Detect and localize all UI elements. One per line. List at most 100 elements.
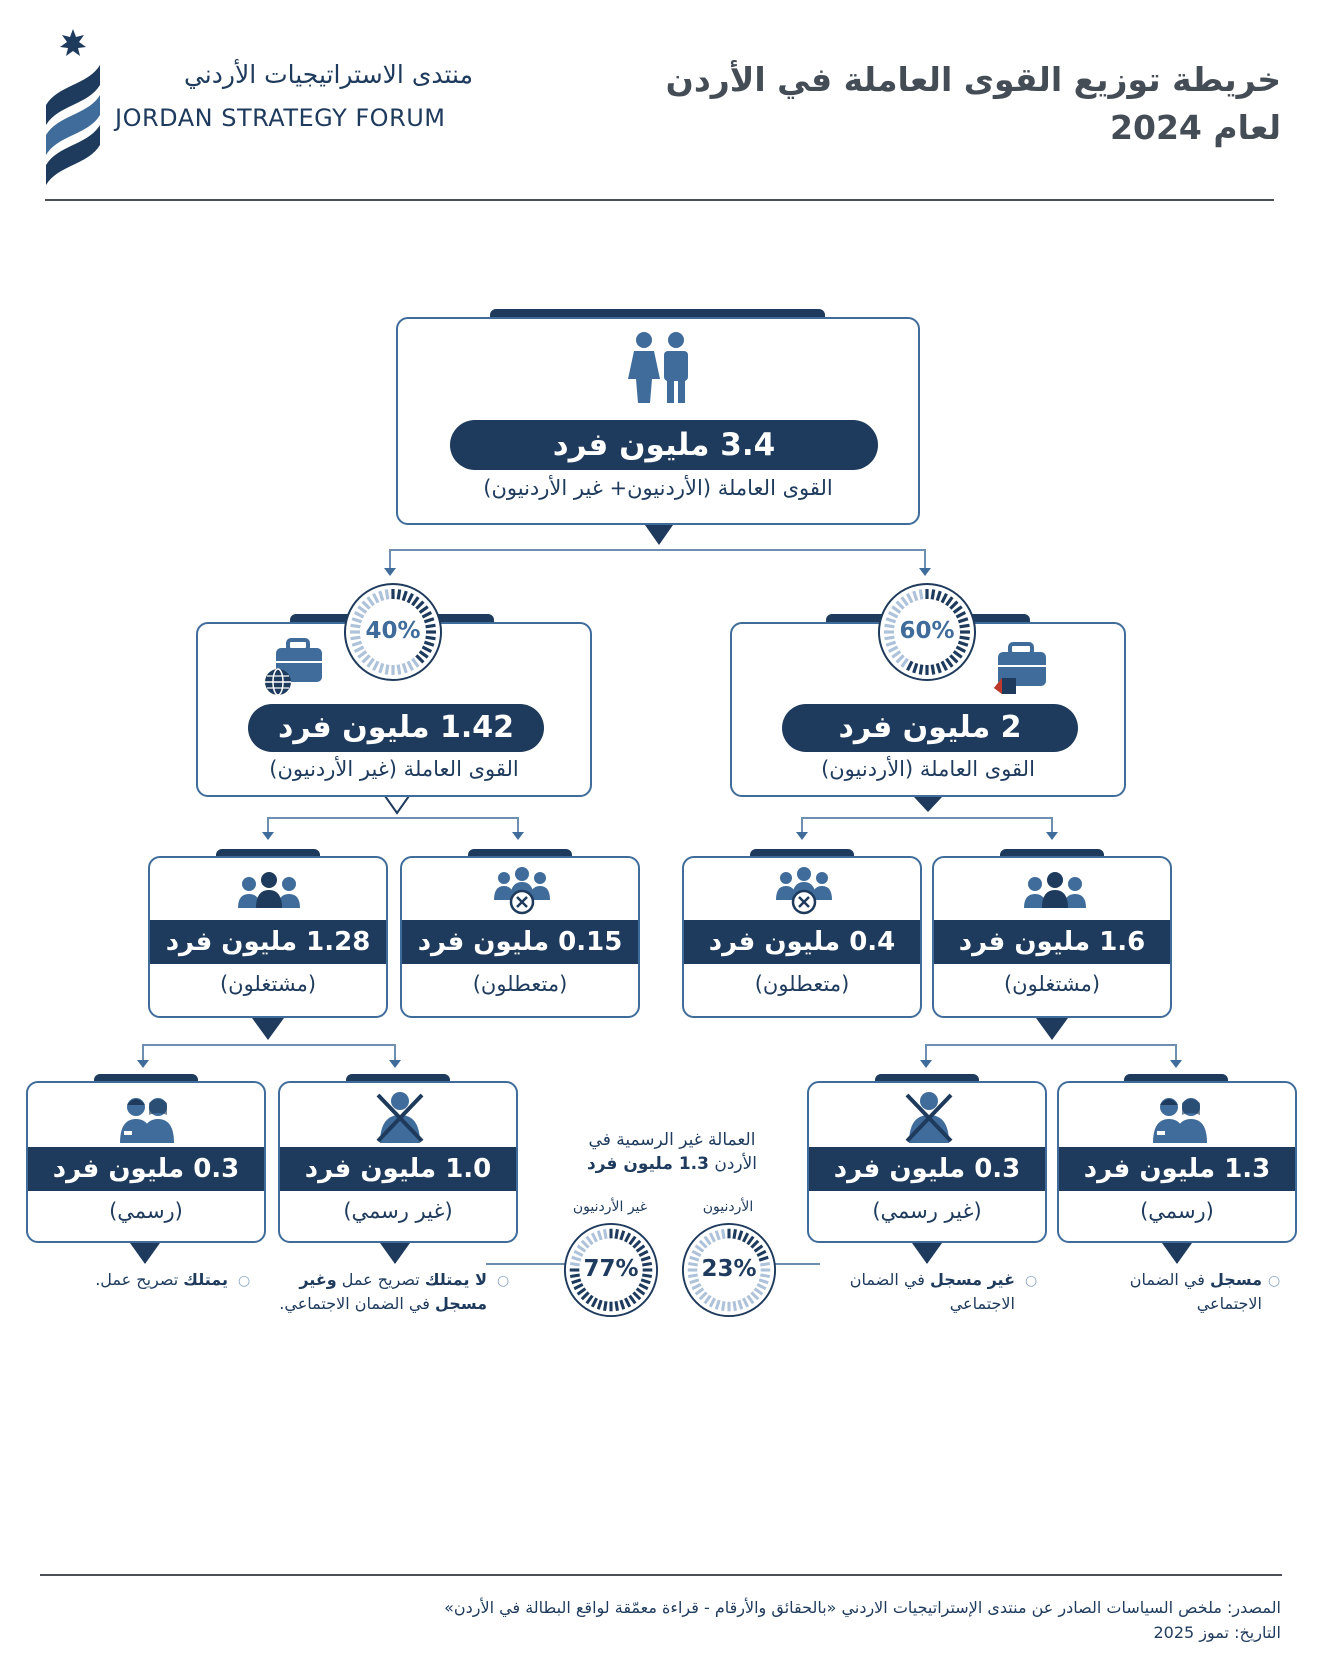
jordanians-ring-segment [884,623,895,629]
jo-employed-box: 1.6 مليون فرد (مشتغلون) [932,856,1172,1018]
non-jordanians-ring-segment [401,590,408,602]
non-jordanians-ring-segment [384,589,390,600]
nj-formal-note-text: تصريح عمل. [95,1270,184,1289]
jordanians-value: 2 مليون فرد [782,704,1078,752]
informal-nj-ring [563,1222,659,1322]
non-jordanians-ring-segment [353,645,365,653]
informal-jo-ring-segment [694,1244,705,1253]
jordanians-ring-segment [885,640,897,647]
informal-jo-ring-segment [687,1262,698,1267]
non-jordanians-ring-segment [351,617,363,624]
nj-informal-note-text1: تصريح عمل [336,1270,425,1289]
jordanians-ring-segment [884,635,895,641]
informal-jo-ring-segment [750,1291,760,1301]
jordanians-ring-segment [906,660,914,672]
nj-employed-tab [216,849,320,858]
nj-employed-value: 1.28 مليون فرد [150,920,386,964]
jordanians-ring-segment [955,645,967,653]
informal-nj-ring-segment [585,1235,594,1246]
nj-informal-label: (غير رسمي) [343,1199,453,1223]
jo-informal-label: (غير رسمي) [872,1199,982,1223]
non-jordanians-ring-segment [421,645,433,653]
non-jordanians-ring-segment [353,611,365,619]
informal-jo-ring-segment [760,1262,771,1267]
informal-nj-ring-segment [580,1239,590,1249]
jordanians-ring-segment [930,589,936,600]
informal-nj-ring-segment [580,1291,590,1301]
root-box-tab [490,309,825,318]
informal-nj-ring-segment [614,1228,619,1239]
non-jordanians-ring-segment [411,657,420,668]
non-jordanians-ring-segment [372,592,380,604]
informal-jo-ring-segment [703,1294,712,1305]
informal-nj-ring-segment [596,1230,603,1241]
informal-nj-ring-segment [619,1230,626,1241]
informal-nj-ring-segment [603,1228,608,1239]
nj-informal-note-bold1: لا يمتلك [424,1270,487,1289]
non-jordanians-box: 1.42 مليون فرد القوى العاملة (غير الأردن… [196,622,592,797]
jsf-logo-icon [38,25,110,189]
nj-informal-box: 1.0 مليون فرد (غير رسمي) [278,1081,518,1243]
jordanians-ring-segment [918,589,924,600]
jordanians-ring-segment [959,635,970,641]
jordanians-ring-segment [891,605,902,614]
non-jordanians-ring-segment [425,635,436,641]
informal-jo-ring-segment [721,1301,726,1312]
informal-jo-ring-segment [737,1230,744,1241]
jordanians-ring-segment [952,650,963,659]
non-jordanians-ring-segment [406,660,414,672]
informal-nj-ring-segment [638,1249,649,1257]
informal-nj-ring-segment [619,1299,626,1310]
jo-employed-label: (مشتغلون) [1003,972,1101,996]
non-jordanians-value: 1.42 مليون فرد [248,704,544,752]
informal-nj-ring-segment [590,1297,598,1308]
non-jordanians-ring-segment [425,623,436,629]
jo-informal-note-text: في الضمان الاجتماعي [849,1270,1015,1313]
non-jordanians-percent: 40% [365,618,421,644]
jo-formal-box: 1.3 مليون فرد (رسمي) [1057,1081,1297,1243]
bullet-icon: ○ [1268,1273,1281,1289]
informal-jo-ring-segment [714,1299,721,1310]
jordanians-ring-segment [912,662,919,674]
nj-informal-value: 1.0 مليون فرد [280,1147,516,1191]
non-jordanians-ring-segment [418,605,429,614]
jordanians-ring-segment [949,600,959,610]
jordanians-ring-segment [906,592,914,604]
jordanians-percent-ring [877,582,977,686]
informal-nj-ring-segment [638,1283,649,1291]
jo-informal-tab [875,1074,979,1083]
nj-formal-value: 0.3 مليون فرد [28,1147,264,1191]
non-jordanians-ring-segment [423,617,435,624]
informal-jo-ring-segment [694,1287,705,1296]
informal-nj-ring-segment [624,1297,632,1308]
jo-formal-value: 1.3 مليون فرد [1059,1147,1295,1191]
jordanians-ring-segment [895,654,905,664]
team-icon [236,870,302,914]
informal-jo-ring-segment [750,1239,760,1249]
informal-nj-ring-segment [596,1299,603,1310]
informal-nj-ring-segment [635,1244,646,1253]
informal-nj-ring-segment [569,1273,580,1278]
non-jordanians-ring-segment [378,662,385,674]
jordanians-ring-segment [918,664,924,675]
informal-nj-ring-segment [628,1235,637,1246]
root-value: 3.4 مليون فرد [450,420,878,470]
jordanians-ring-segment [935,662,942,674]
jo-informal-note: غير مسجل في الضمان الاجتماعي [820,1268,1015,1316]
jo-unemployed-label: (متعطلون) [754,972,850,996]
nj-formal-note-bold: يمتلك [183,1270,228,1289]
informal-jo-ring-segment [691,1249,702,1257]
jordanians-ring-segment [887,645,899,653]
informal-jo-ring-segment [689,1255,700,1262]
informal-nj-ring-segment [614,1301,619,1312]
non-jordanians-ring-segment [357,605,368,614]
nj-informal-note-bold2: وغير مسجل [299,1270,487,1313]
team-x-icon [492,866,552,920]
non-jordanians-ring-segment [350,623,361,629]
jordanians-ring-segment [945,657,954,668]
org-name-arabic: منتدى الاستراتيجيات الأردني [183,60,473,89]
informal-nj-ring-segment [624,1232,632,1243]
informal-jo-ring-segment [760,1273,771,1278]
informal-jo-ring-segment [721,1228,726,1239]
